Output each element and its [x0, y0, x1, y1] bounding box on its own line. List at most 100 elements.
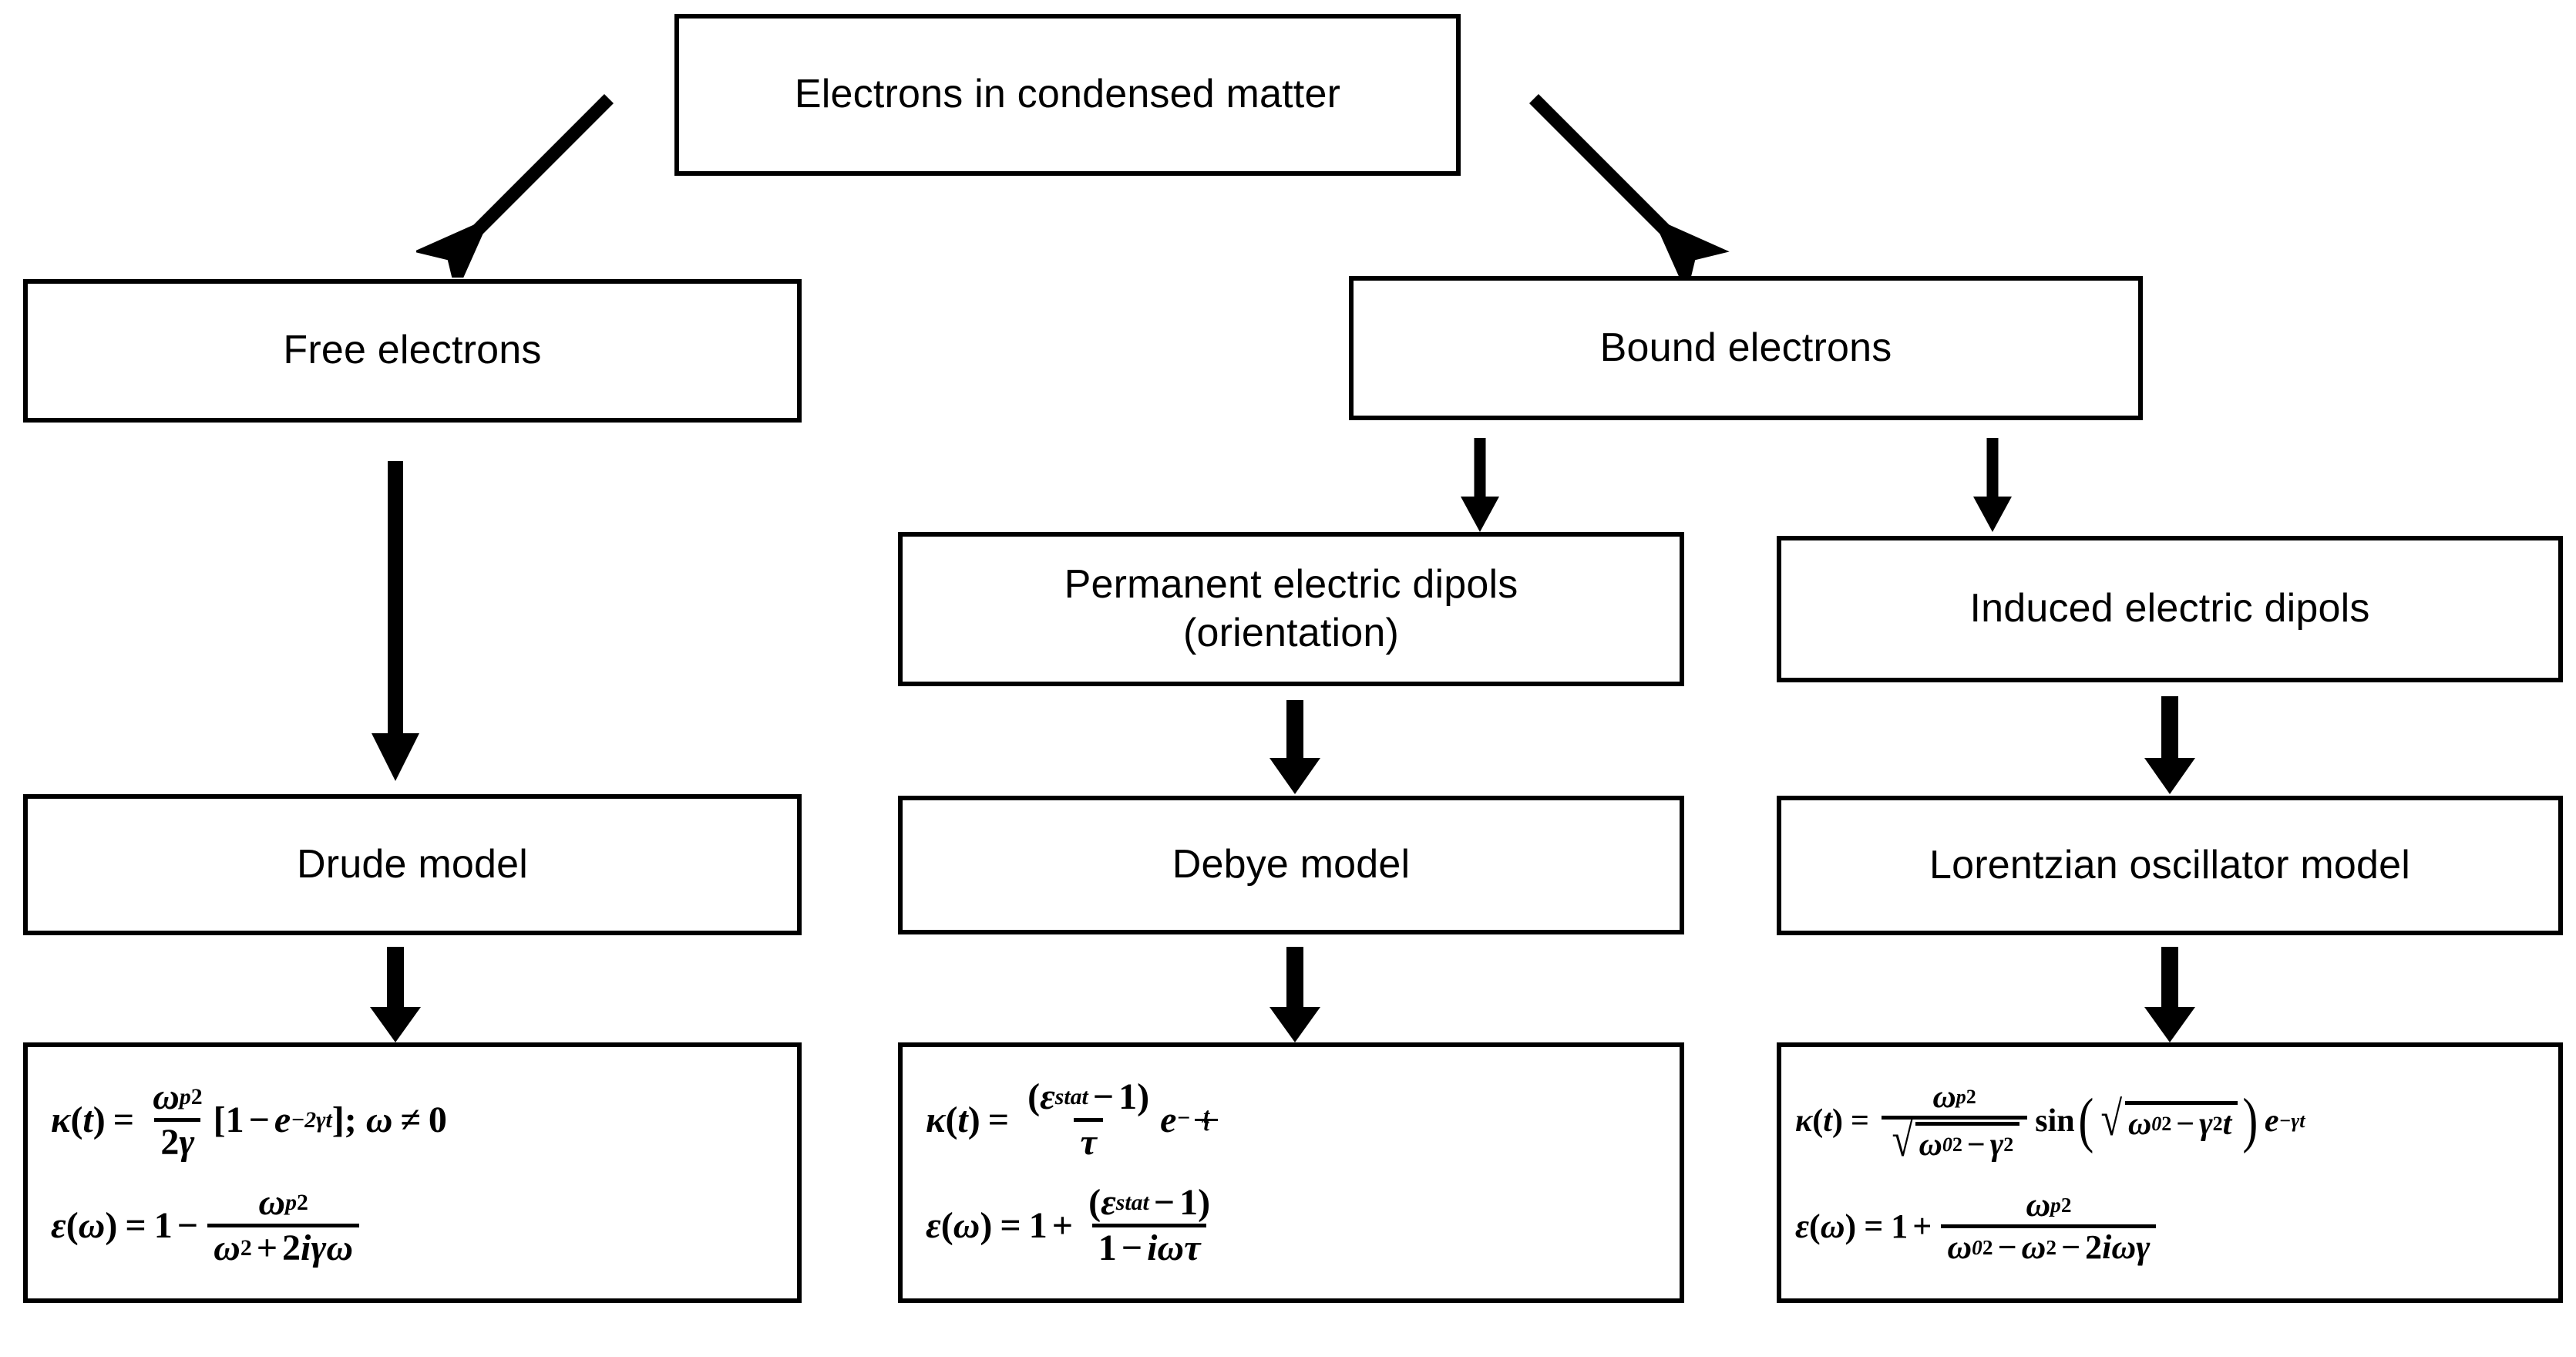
sym-i: i	[1147, 1227, 1158, 1268]
sym-minus: −	[1997, 1228, 2017, 1267]
arrow-root-to-free-electrons	[416, 93, 614, 278]
sym-i: i	[2102, 1228, 2112, 1267]
sym-lparen: (	[1809, 1207, 1821, 1245]
arrow-free-electrons-to-drude	[365, 461, 426, 781]
sym-tau: τ	[1080, 1122, 1097, 1163]
sym-one: 1	[225, 1099, 244, 1140]
sym-plus: +	[1912, 1207, 1932, 1245]
sym-equals: =	[125, 1204, 146, 1246]
sym-plus: +	[1051, 1204, 1074, 1246]
sym-minus: −	[1176, 1105, 1191, 1131]
sym-gamma: γ	[1989, 1126, 2004, 1163]
sym-omega: ω	[953, 1204, 980, 1246]
sym-omega: ω	[78, 1204, 106, 1246]
sym-one: 1	[1118, 1076, 1138, 1117]
arrow-debye-to-formulas	[1264, 947, 1326, 1042]
sym-kappa: κ	[51, 1099, 71, 1140]
sym-rparen: )	[1198, 1182, 1211, 1223]
sym-rparen: )	[2242, 1086, 2258, 1155]
sym-rparen: )	[967, 1099, 980, 1140]
node-label: Debye model	[1172, 842, 1411, 887]
node-induced-electric-dipols[interactable]: Induced electric dipols	[1777, 536, 2563, 682]
sym-lparen: (	[70, 1099, 83, 1140]
node-drude-model[interactable]: Drude model	[23, 794, 802, 935]
sym-t: t	[1823, 1103, 1832, 1139]
sym-gamma: γ	[311, 1227, 327, 1268]
sym-omega: ω	[365, 1099, 393, 1140]
sym-epsilon: ε	[1795, 1207, 1810, 1245]
sym-epsilon: ε	[1101, 1182, 1116, 1223]
sym-lparen: (	[945, 1099, 958, 1140]
node-electrons-in-condensed-matter[interactable]: Electrons in condensed matter	[674, 14, 1461, 176]
node-debye-model[interactable]: Debye model	[898, 796, 1684, 934]
node-bound-electrons[interactable]: Bound electrons	[1349, 276, 2143, 420]
sym-one: 1	[1891, 1207, 1908, 1245]
sym-e: e	[274, 1099, 291, 1140]
sym-rbracket: ]	[331, 1099, 345, 1140]
sym-equals: =	[113, 1099, 135, 1140]
sym-one: 1	[1028, 1204, 1048, 1246]
sym-minus: −	[248, 1099, 270, 1140]
sym-minus: −	[177, 1204, 199, 1246]
sym-omega: ω	[1820, 1207, 1845, 1245]
sym-omega: ω	[2127, 1106, 2152, 1143]
sym-i: i	[301, 1227, 311, 1268]
sym-rparen: )	[105, 1204, 118, 1246]
sym-two: 2	[2085, 1228, 2103, 1267]
sym-t: t	[2299, 1109, 2305, 1132]
sym-equals: =	[1850, 1103, 1869, 1139]
sym-minus: −	[1121, 1227, 1143, 1268]
sym-gamma: γ	[2136, 1228, 2151, 1267]
arrow-induced-dipols-to-lorentzian	[2139, 696, 2201, 794]
sym-omega: ω	[2026, 1186, 2051, 1224]
sym-gamma: γ	[179, 1122, 195, 1163]
function-sin: sin	[2035, 1103, 2075, 1139]
sym-minus: −	[1966, 1126, 1986, 1163]
sym-kappa: κ	[1795, 1103, 1813, 1139]
sym-rparen: )	[1831, 1103, 1843, 1139]
arrow-root-to-bound-electrons	[1528, 93, 1730, 278]
sym-rparen: )	[92, 1099, 106, 1140]
sym-equals: =	[1000, 1204, 1021, 1246]
sym-kappa: κ	[926, 1099, 946, 1140]
node-label: Free electrons	[283, 328, 542, 373]
radical-sign-icon: √	[1892, 1112, 1913, 1167]
sym-epsilon: ε	[1040, 1076, 1055, 1117]
sym-equals: =	[1864, 1207, 1884, 1245]
sym-omega: ω	[1932, 1079, 1956, 1115]
node-lorentzian-oscillator-model[interactable]: Lorentzian oscillator model	[1777, 796, 2563, 935]
node-label: Lorentzian oscillator model	[1929, 842, 2410, 887]
node-permanent-electric-dipols[interactable]: Permanent electric dipols (orientation)	[898, 532, 1684, 686]
sym-gamma: γ	[316, 1106, 326, 1133]
node-free-electrons[interactable]: Free electrons	[23, 279, 802, 423]
fraction-denominator: τ	[1195, 1112, 1218, 1134]
sym-e: e	[1160, 1099, 1177, 1140]
sym-minus: −	[1153, 1182, 1175, 1223]
sym-two: 2	[282, 1227, 301, 1268]
node-label: Permanent electric dipols (orientation)	[1064, 561, 1518, 655]
sym-omega: ω	[326, 1227, 354, 1268]
sym-lparen: (	[66, 1204, 79, 1246]
sym-rparen: )	[1845, 1207, 1857, 1245]
arrow-permanent-dipols-to-debye	[1264, 700, 1326, 794]
sym-omega: ω	[2021, 1228, 2046, 1267]
